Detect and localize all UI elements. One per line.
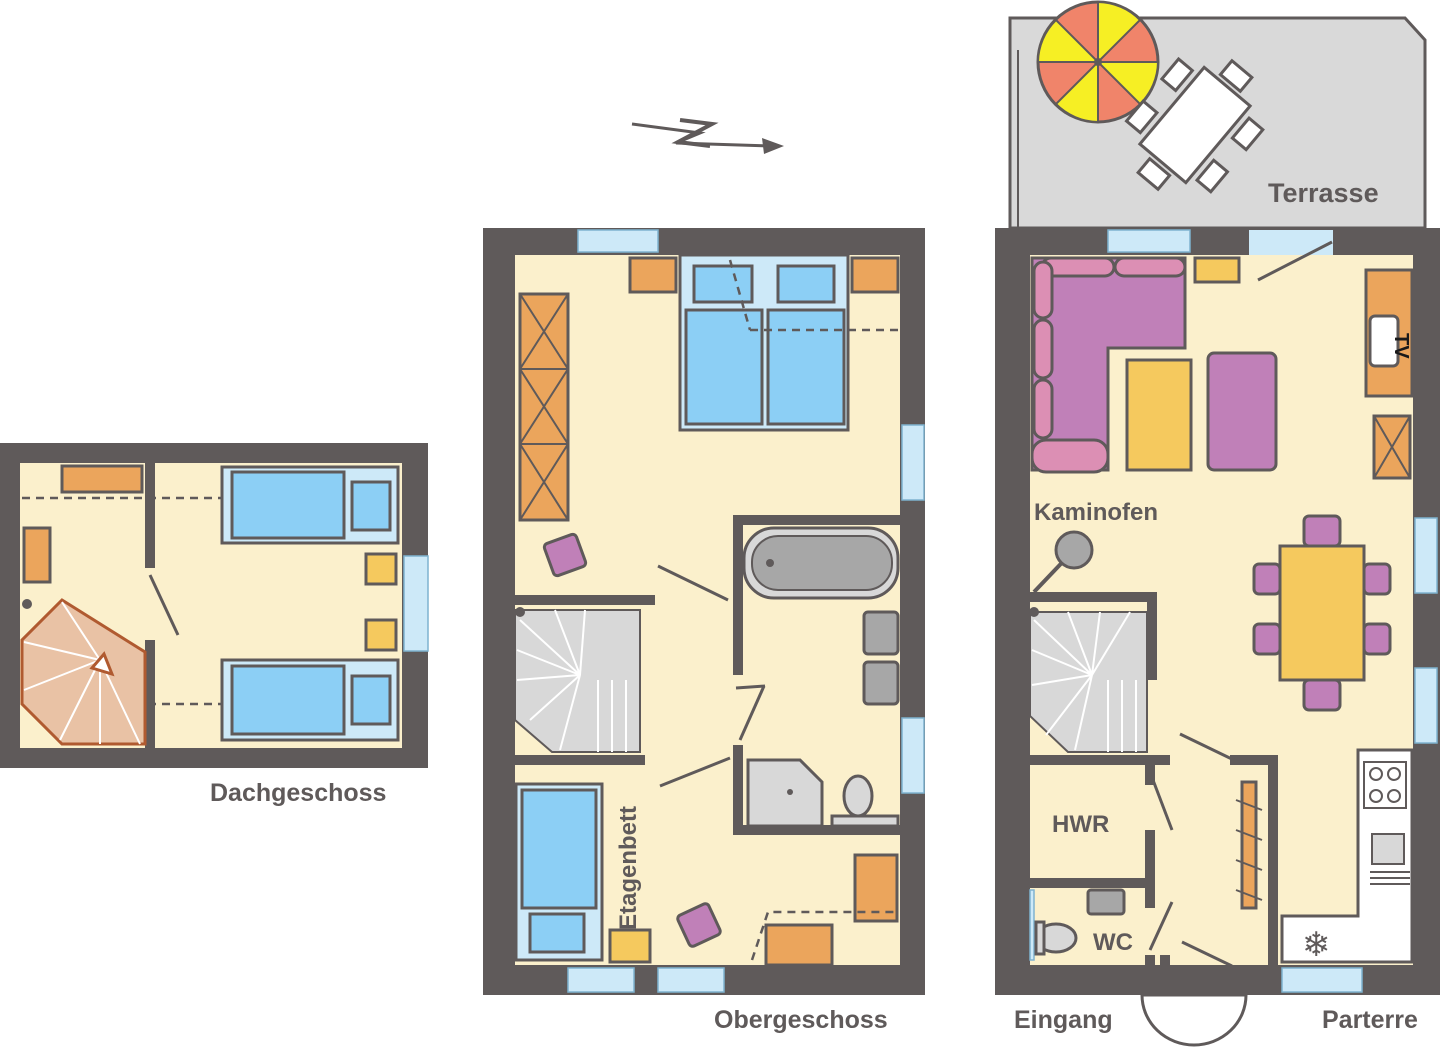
attic-title: Dachgeschoss [210, 779, 386, 807]
tv-label: TV [1390, 333, 1412, 359]
north-arrow-icon [631, 118, 784, 154]
ground-floor-plan: Terrasse [995, 0, 1440, 1047]
bunk-bed-label: Etagenbett [615, 806, 642, 930]
terrace-table [1124, 56, 1265, 194]
entrance-label: Eingang [1014, 1006, 1113, 1034]
parasol-icon [1036, 0, 1160, 124]
upper-title: Obergeschoss [714, 1006, 888, 1034]
ground-title: Parterre [1322, 1006, 1418, 1034]
upper-floor-plan: Etagenbett Obergeschoss [483, 228, 925, 1034]
toilet-label: WC [1093, 929, 1133, 956]
stove-top-icon [1363, 761, 1407, 809]
freezer-snowflake-icon: ❄ [1302, 926, 1331, 964]
entrance-step [1140, 993, 1248, 1047]
stove-icon [1032, 530, 1094, 594]
terrace-label: Terrasse [1268, 178, 1379, 208]
kitchen-counter [1280, 748, 1414, 964]
stove-label: Kaminofen [1034, 499, 1158, 526]
attic-plan: Dachgeschoss [0, 443, 429, 807]
utility-room-label: HWR [1052, 811, 1109, 838]
